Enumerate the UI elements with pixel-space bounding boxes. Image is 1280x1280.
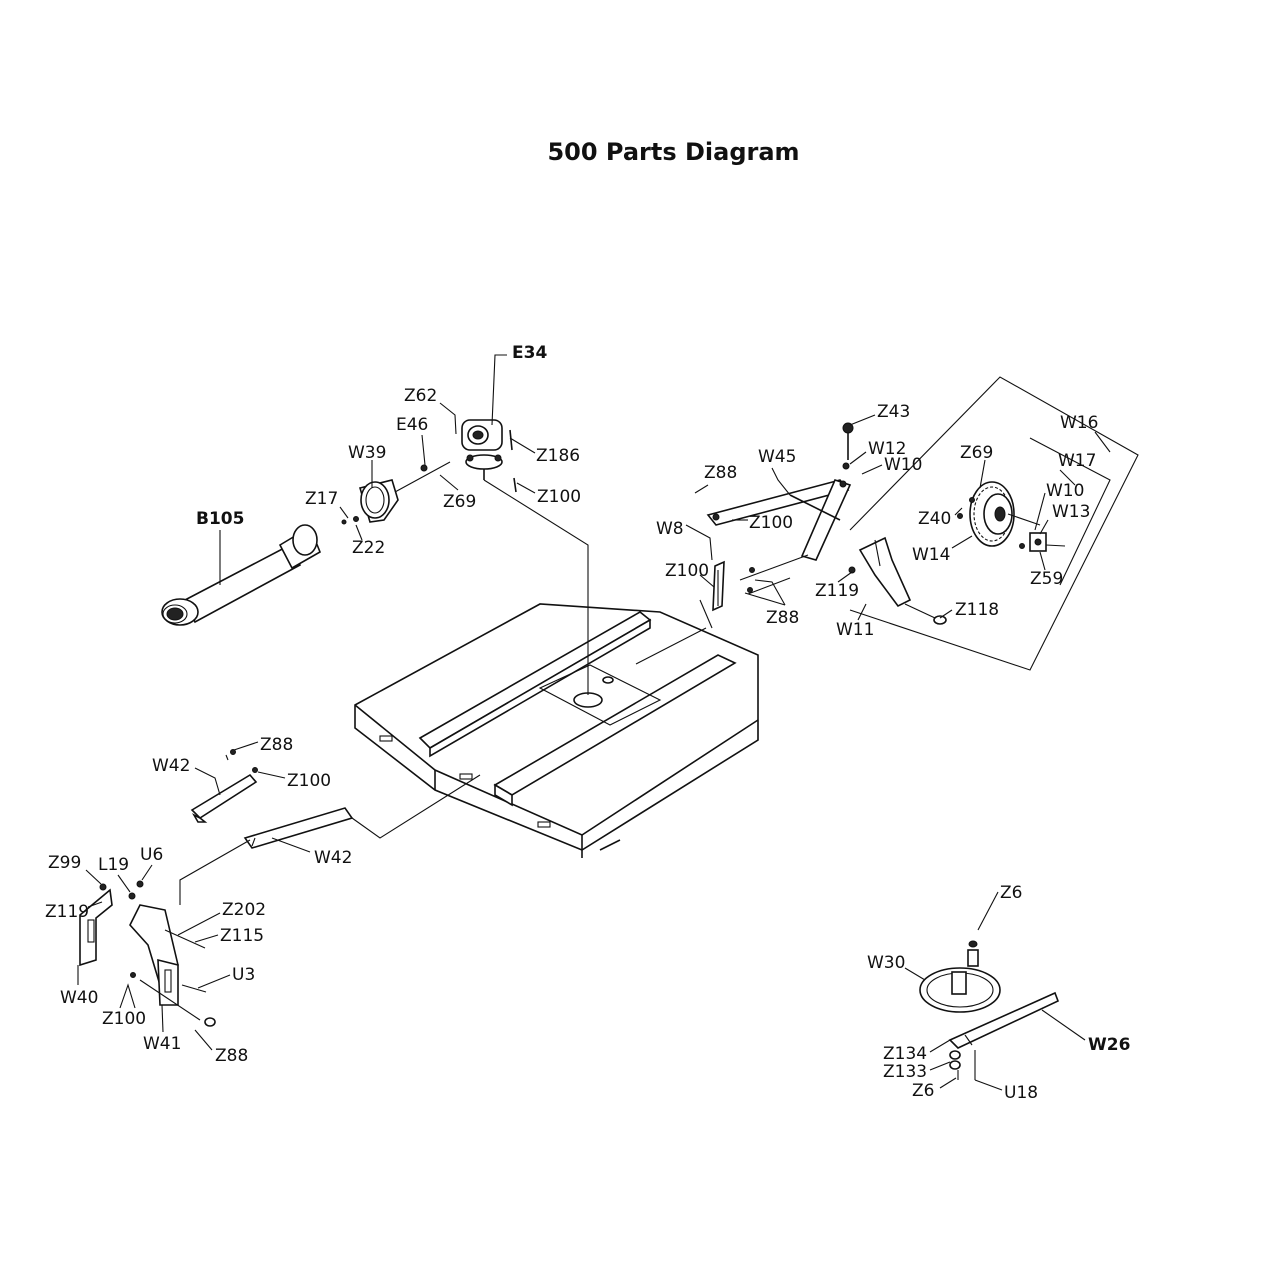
label-W11: W11 [836,620,874,640]
label-Z88-w8: Z88 [766,608,799,628]
hitch-w40-w41 [79,880,216,1027]
label-Z6-bottom: Z6 [912,1081,934,1101]
label-W8: W8 [656,519,684,539]
label-Z6-top: Z6 [1000,883,1022,903]
blade-assembly [919,940,1060,1080]
shield-w39 [341,461,451,525]
label-Z43: Z43 [877,402,910,422]
label-W30: W30 [867,953,905,973]
leader-lines [77,354,1111,1091]
label-W40: W40 [60,988,98,1008]
part-labels: E34 Z62 E46 Z186 W39 Z69 Z100 Z17 Z22 B1… [45,343,1130,1103]
label-W39: W39 [348,443,386,463]
label-Z134: Z134 [883,1044,927,1064]
label-Z100-w42: Z100 [287,771,331,791]
label-Z69-right: Z69 [960,443,993,463]
label-Z100-bottom: Z100 [102,1009,146,1029]
label-W14: W14 [912,545,950,565]
label-E46: E46 [396,415,428,435]
label-Z100-w45: Z100 [749,513,793,533]
label-Z115: Z115 [220,926,264,946]
label-Z40: Z40 [918,509,951,529]
label-Z59: Z59 [1030,569,1063,589]
label-Z119-left: Z119 [45,902,89,922]
label-U6: U6 [140,845,163,865]
label-W10-a: W10 [884,455,922,475]
bracket-w8 [699,554,809,629]
label-Z202: Z202 [222,900,266,920]
label-Z186: Z186 [536,446,580,466]
label-Z119-right: Z119 [815,581,859,601]
bracket-w11 [635,536,947,665]
label-W17: W17 [1058,451,1096,471]
label-Z99: Z99 [48,853,81,873]
deck [354,603,759,858]
label-W45: W45 [758,447,796,467]
label-U18: U18 [1004,1083,1038,1103]
label-W41: W41 [143,1034,181,1054]
arm-w42-upper [190,749,258,823]
label-L19: L19 [98,855,129,875]
label-Z118: Z118 [955,600,999,620]
label-W12: W12 [868,439,906,459]
label-Z69-top: Z69 [443,492,476,512]
label-Z88-w42: Z88 [260,735,293,755]
label-B105: B105 [196,509,244,529]
label-U3: U3 [232,965,255,985]
label-W26: W26 [1088,1035,1130,1055]
label-Z88-bottom: Z88 [215,1046,248,1066]
gearbox-e34 [461,419,589,695]
linkage-w45 [706,422,854,561]
label-Z88-top: Z88 [704,463,737,483]
label-E34: E34 [512,343,547,363]
label-Z17: Z17 [305,489,338,509]
pulley-assembly-w16 [849,376,1139,671]
label-W13: W13 [1052,502,1090,522]
label-W42-a: W42 [152,756,190,776]
label-Z100-w8: Z100 [665,561,709,581]
page-title: 500 Parts Diagram [547,138,800,166]
label-Z22: Z22 [352,538,385,558]
arm-w42-lower [179,774,481,905]
label-W10-b: W10 [1046,481,1084,501]
label-Z62: Z62 [404,386,437,406]
label-Z133: Z133 [883,1062,927,1082]
label-W16: W16 [1060,413,1098,433]
label-Z100-top: Z100 [537,487,581,507]
pto-shaft-b105 [161,524,322,626]
label-W42-b: W42 [314,848,352,868]
